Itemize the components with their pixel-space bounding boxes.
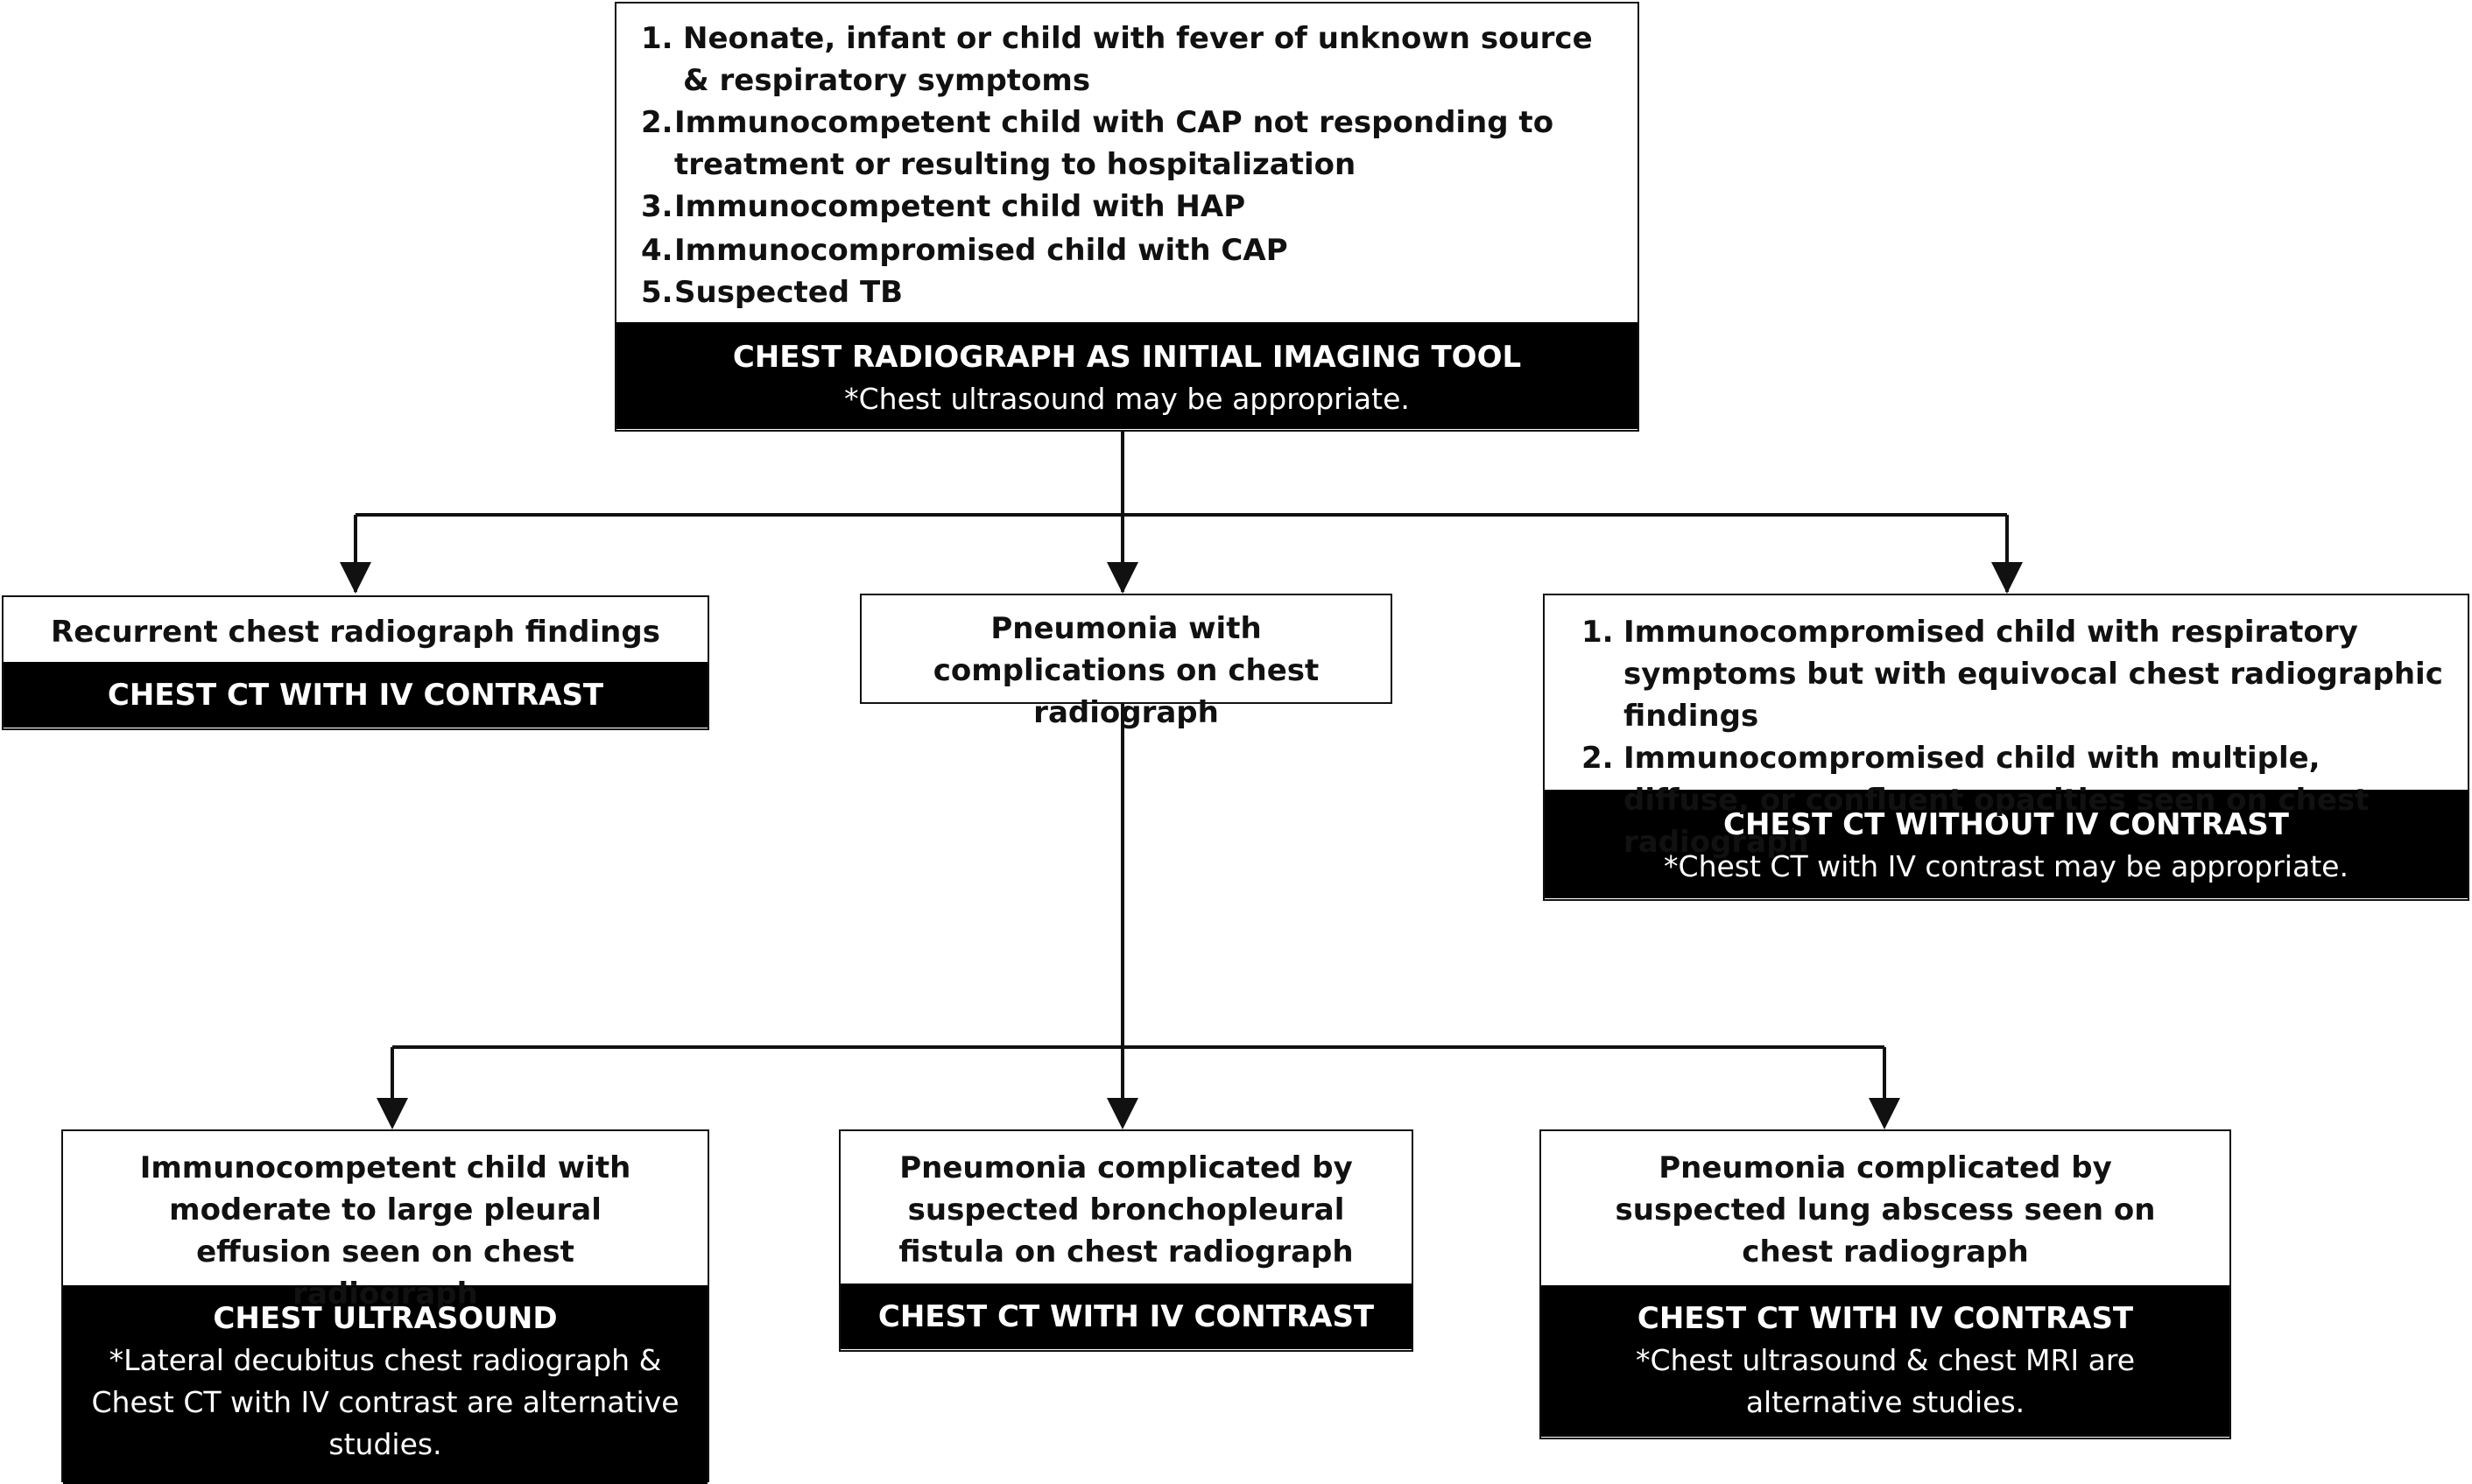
arrowhead-abscess (1869, 1098, 1900, 1129)
criteria-number: 3. (641, 189, 673, 224)
bronchopleural-fistula-box: Pneumonia complicated by suspected bronc… (839, 1129, 1413, 1352)
criteria-item: 1. Immunocompromised child with respirat… (1581, 611, 2450, 737)
arrowhead-immunocompromised (1991, 562, 2023, 594)
immunocompromised-criteria-list: 1. Immunocompromised child with respirat… (1581, 611, 2450, 863)
initial-criteria-list: 1. Neonate, infant or child with fever o… (641, 18, 1620, 313)
immunocompromised-recommendation: CHEST CT WITHOUT IV CONTRAST *Chest CT w… (1545, 790, 2468, 898)
criteria-text: Pneumonia complicated by suspected lung … (1615, 1150, 2156, 1269)
criteria-item: 2. Immunocompetent child with CAP not re… (641, 102, 1620, 186)
immunocompromised-box: 1. Immunocompromised child with respirat… (1543, 594, 2469, 901)
recommendation-title: CHEST CT WITHOUT IV CONTRAST (1723, 807, 2289, 842)
criteria-text: Immunocompetent child with HAP (674, 189, 1246, 224)
criteria-text: Neonate, infant or child with fever of u… (683, 21, 1593, 98)
initial-criteria: 1. Neonate, infant or child with fever o… (616, 4, 1637, 322)
recommendation-note: *Chest ultrasound & chest MRI are altern… (1635, 1343, 2136, 1419)
criteria-number: 5. (641, 275, 673, 310)
initial-recommendation: CHEST RADIOGRAPH AS INITIAL IMAGING TOOL… (616, 322, 1637, 429)
criteria-number: 2. (641, 105, 673, 140)
recommendation-title: CHEST RADIOGRAPH AS INITIAL IMAGING TOOL (732, 340, 1522, 375)
arrowhead-fistula (1107, 1098, 1138, 1129)
immunocompromised-criteria: 1. Immunocompromised child with respirat… (1545, 595, 2468, 860)
complications-box: Pneumonia with complications on chest ra… (860, 594, 1392, 730)
recommendation-title: CHEST CT WITH IV CONTRAST (877, 1299, 1375, 1334)
complications-criteria: Pneumonia with complications on chest ra… (862, 595, 1391, 730)
arrowhead-effusion (377, 1098, 408, 1129)
criteria-number: 1. (1581, 615, 1614, 650)
criteria-text: Immunocompetent child with CAP not respo… (674, 105, 1554, 182)
criteria-item: 5. Suspected TB (641, 271, 1620, 313)
initial-imaging-box: 1. Neonate, infant or child with fever o… (615, 2, 1639, 432)
pleural-effusion-criteria: Immunocompetent child with moderate to l… (63, 1131, 708, 1312)
arrowhead-complications (1107, 562, 1138, 594)
recommendation-note: *Lateral decubitus chest radiograph & Ch… (91, 1343, 680, 1461)
recommendation-title: CHEST ULTRASOUND (213, 1301, 558, 1336)
recurrent-criteria: Recurrent chest radiograph findings (4, 597, 708, 662)
criteria-text: Suspected TB (674, 275, 904, 310)
criteria-text: Recurrent chest radiograph findings (51, 615, 660, 650)
criteria-item: 1. Neonate, infant or child with fever o… (641, 18, 1620, 102)
criteria-item: 3. Immunocompetent child with HAP (641, 186, 1620, 228)
recommendation-note: *Chest CT with IV contrast may be approp… (1664, 849, 2349, 883)
recurrent-findings-box: Recurrent chest radiograph findings CHES… (2, 595, 709, 730)
recommendation-title: CHEST CT WITH IV CONTRAST (1637, 1301, 2134, 1336)
bronchopleural-fistula-criteria: Pneumonia complicated by suspected bronc… (841, 1131, 1412, 1284)
criteria-text: Immunocompetent child with moderate to l… (139, 1150, 631, 1312)
pleural-effusion-recommendation: CHEST ULTRASOUND *Lateral decubitus ches… (63, 1285, 708, 1484)
recommendation-title: CHEST CT WITH IV CONTRAST (107, 678, 604, 713)
arrowhead-recurrent (340, 562, 371, 594)
criteria-text: Pneumonia with complications on chest ra… (933, 611, 1320, 730)
criteria-number: 1. (641, 21, 673, 56)
lung-abscess-criteria: Pneumonia complicated by suspected lung … (1541, 1131, 2229, 1285)
criteria-item: 2. Immunocompromised child with multiple… (1581, 737, 2450, 863)
bronchopleural-fistula-recommendation: CHEST CT WITH IV CONTRAST (841, 1284, 1412, 1349)
recurrent-recommendation: CHEST CT WITH IV CONTRAST (4, 662, 708, 728)
criteria-text: Immunocompromised child with CAP (674, 233, 1288, 268)
criteria-number: 2. (1581, 741, 1614, 776)
lung-abscess-recommendation: CHEST CT WITH IV CONTRAST *Chest ultraso… (1541, 1285, 2229, 1437)
lung-abscess-box: Pneumonia complicated by suspected lung … (1539, 1129, 2231, 1439)
criteria-text: Immunocompromised child with respiratory… (1623, 615, 2443, 734)
recommendation-note: *Chest ultrasound may be appropriate. (844, 382, 1410, 416)
pleural-effusion-box: Immunocompetent child with moderate to l… (61, 1129, 709, 1484)
criteria-number: 4. (641, 233, 673, 268)
criteria-item: 4. Immunocompromised child with CAP (641, 229, 1620, 271)
criteria-text: Pneumonia complicated by suspected bronc… (898, 1150, 1354, 1269)
criteria-text: Immunocompromised child with multiple, d… (1623, 741, 2370, 860)
